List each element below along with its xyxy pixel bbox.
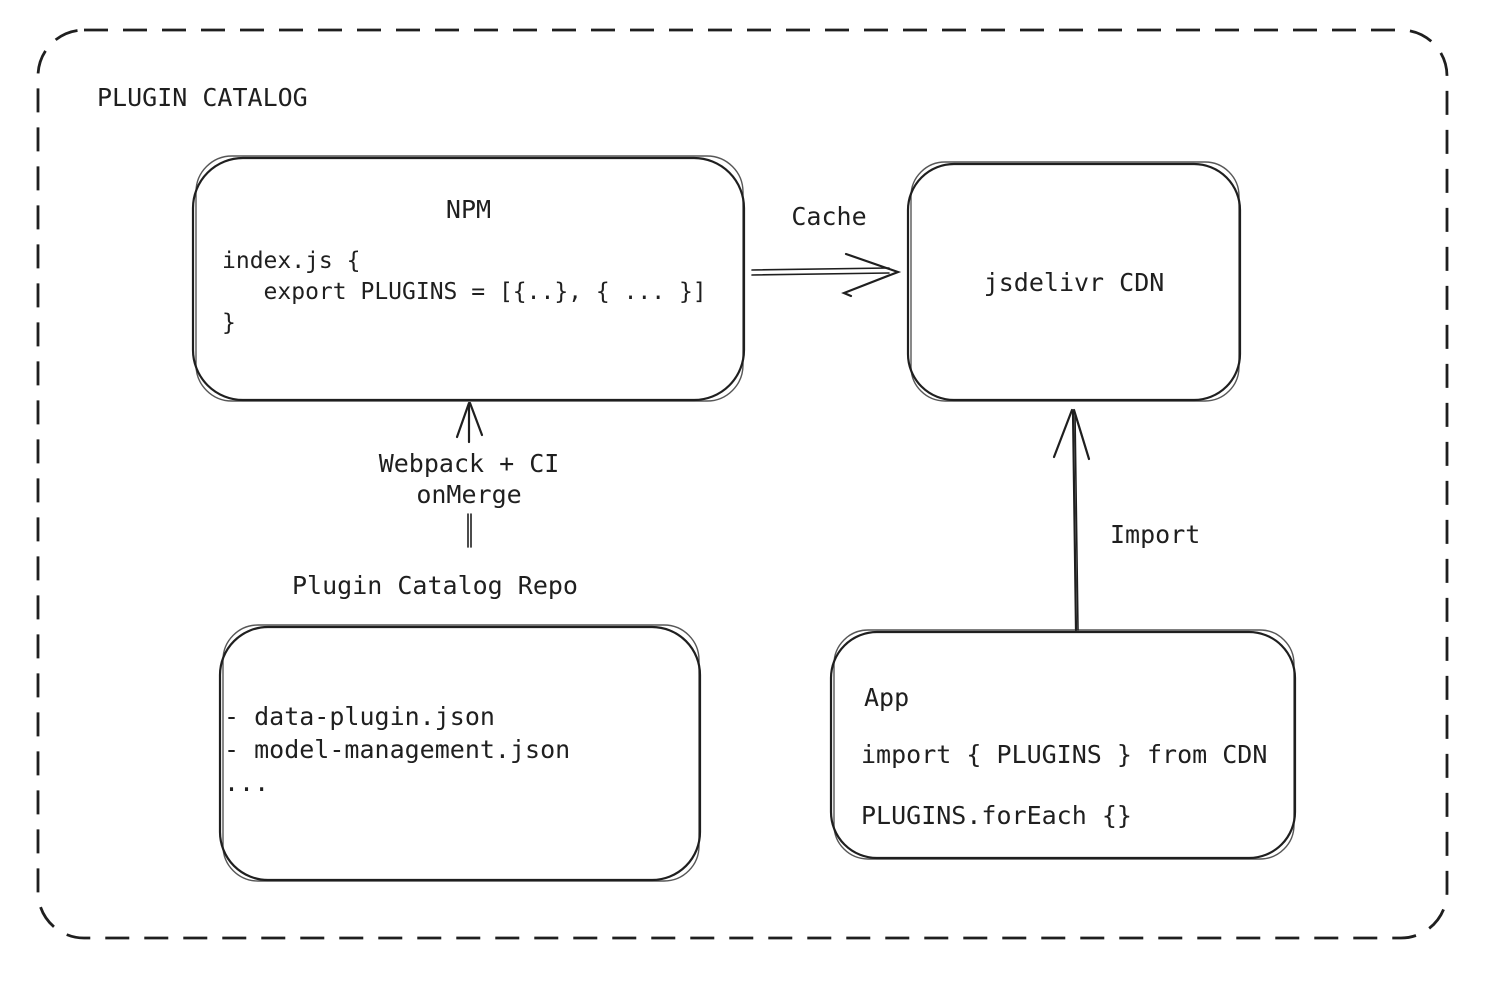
cdn-box [906,161,1242,402]
import-edge-label: Import [1110,520,1201,549]
npm-title: NPM [445,195,492,224]
webpack-connector-line [467,513,472,548]
import-arrow [1052,408,1091,632]
catalog-boundary-frame [36,28,1449,940]
app-code-foreach: PLUGINS.forEach {} [861,801,1132,830]
diagram-title: PLUGIN CATALOG [97,83,308,112]
webpack-edge-label: Webpack + CI onMerge [378,449,560,509]
app-code-import: import { PLUGINS } from CDN [861,740,1268,769]
repo-file-item: - model-management.json [224,735,571,764]
repo-title: Plugin Catalog Repo [292,571,578,600]
npm-code: index.js { export PLUGINS = [{..}, { ...… [222,248,707,336]
cdn-label: jsdelivr CDN [983,268,1165,297]
npm-box [191,155,746,402]
cache-arrow [751,252,902,298]
repo-file-item: - data-plugin.json [224,702,495,731]
repo-file-list: - data-plugin.json - model-management.js… [224,700,570,799]
cache-edge-label: Cache [791,202,867,231]
repo-file-item: ... [224,768,270,797]
webpack-arrow [455,401,484,444]
app-box [829,629,1297,860]
app-title: App [864,683,910,712]
repo-box [218,624,702,882]
